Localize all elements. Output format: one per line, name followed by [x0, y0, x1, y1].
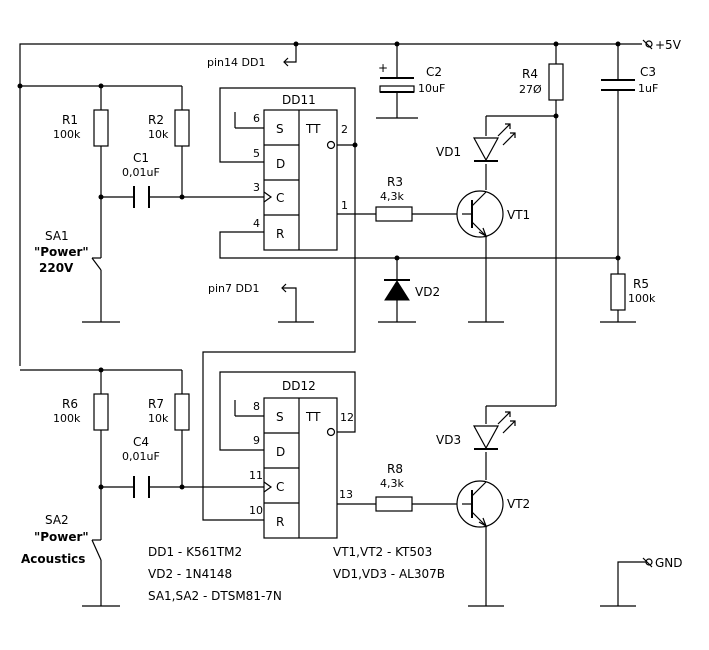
note-line: VT1,VT2 - KT503 [333, 545, 432, 559]
vcc-terminal: +5V [642, 38, 682, 52]
r3-ref: R3 [387, 175, 403, 189]
parts-notes-left: DD1 - K561TM2 VD2 - 1N4148 SA1,SA2 - DTS… [148, 545, 282, 603]
dd12-pin-r: R [276, 515, 284, 529]
r2-value: 10k [148, 128, 169, 141]
dd11-ref: DD11 [282, 93, 316, 107]
ic-dd11: DD11 S D C R TT 6 5 3 4 1 2 [253, 93, 348, 251]
led-vd1: VD1 [436, 123, 516, 162]
dd11-pinnum-r: 4 [253, 217, 260, 230]
r2-ref: R2 [148, 113, 164, 127]
resistor-r2: R2 10k [148, 109, 190, 147]
r7-value: 10k [148, 412, 169, 425]
dd12-pinnum-c: 11 [249, 469, 263, 482]
note-line: DD1 - K561TM2 [148, 545, 242, 559]
resistor-r5: R5 100k [610, 273, 656, 311]
vt2-label: VT2 [507, 497, 530, 511]
vd2-label: VD2 [415, 285, 440, 299]
vcc-label: +5V [655, 38, 682, 52]
wires [19, 43, 646, 607]
dd12-ref: DD12 [282, 379, 316, 393]
dd11-pinnum-qn: 2 [341, 123, 348, 136]
c3-ref: C3 [640, 65, 656, 79]
resistor-r1: R1 100k [53, 109, 109, 147]
r8-value: 4,3k [380, 477, 404, 490]
diode-vd2: VD2 [384, 279, 440, 301]
sa2-ref: SA2 [45, 513, 69, 527]
transistor-vt1: VT1 [456, 190, 530, 238]
dd11-pinnum-c: 3 [253, 181, 260, 194]
led-vd3: VD3 [436, 411, 516, 450]
r4-ref: R4 [522, 67, 538, 81]
switch-sa2: SA2 "Power" Acoustics [21, 513, 102, 566]
dd12-pinnum-r: 10 [249, 504, 263, 517]
sa2-name: "Power" [34, 530, 89, 544]
dd12-pinnum-s: 8 [253, 400, 260, 413]
resistor-r3: R3 4,3k [375, 175, 413, 222]
pin7-label: pin7 DD1 [208, 282, 259, 295]
note-line: VD1,VD3 - AL307B [333, 567, 445, 581]
gnd-label: GND [655, 556, 683, 570]
dd12-pin-s: S [276, 410, 284, 424]
vd3-label: VD3 [436, 433, 461, 447]
c2-value: 10uF [418, 82, 445, 95]
c4-value: 0,01uF [122, 450, 160, 463]
r1-value: 100k [53, 128, 81, 141]
dd11-pinnum-d: 5 [253, 147, 260, 160]
r5-ref: R5 [633, 277, 649, 291]
dd11-tt: TT [305, 122, 321, 136]
dd11-pin-d: D [276, 157, 285, 171]
dd11-pinnum-q: 1 [341, 199, 348, 212]
sa1-name: "Power" [34, 245, 89, 259]
resistor-r8: R8 4,3k [375, 462, 413, 512]
gnd-terminal: GND [642, 556, 683, 570]
dd11-pin-c: C [276, 191, 284, 205]
sa1-ref: SA1 [45, 229, 69, 243]
r8-ref: R8 [387, 462, 403, 476]
resistor-r4: R4 27Ø [519, 63, 564, 101]
ic-dd12: DD12 S D C R TT 8 9 11 10 13 12 [249, 379, 354, 539]
capacitor-c4: C4 0,01uF [122, 435, 160, 498]
pin14-label: pin14 DD1 [207, 56, 265, 69]
dd12-pin-d: D [276, 445, 285, 459]
vd1-label: VD1 [436, 145, 461, 159]
r1-ref: R1 [62, 113, 78, 127]
c1-value: 0,01uF [122, 166, 160, 179]
r6-value: 100k [53, 412, 81, 425]
resistor-r7: R7 10k [148, 393, 190, 431]
sa1-sub: 220V [39, 261, 74, 275]
transistor-vt2: VT2 [456, 480, 530, 528]
r3-value: 4,3k [380, 190, 404, 203]
dd12-pin-c: C [276, 480, 284, 494]
vt1-label: VT1 [507, 208, 530, 222]
r7-ref: R7 [148, 397, 164, 411]
r6-ref: R6 [62, 397, 78, 411]
capacitor-c3: C3 1uF [601, 65, 658, 95]
dd11-pin-s: S [276, 122, 284, 136]
r5-value: 100k [628, 292, 656, 305]
c2-polarity: + [378, 61, 388, 75]
junctions [17, 41, 621, 490]
c1-ref: C1 [133, 151, 149, 165]
parts-notes-right: VT1,VT2 - KT503 VD1,VD3 - AL307B [333, 545, 445, 581]
dd12-tt: TT [305, 410, 321, 424]
dd12-pinnum-d: 9 [253, 434, 260, 447]
capacitor-c1: C1 0,01uF [122, 151, 160, 208]
c4-ref: C4 [133, 435, 149, 449]
capacitor-c2: + C2 10uF [378, 61, 445, 95]
dd11-pinnum-s: 6 [253, 112, 260, 125]
c2-ref: C2 [426, 65, 442, 79]
dd11-pin-r: R [276, 227, 284, 241]
note-line: VD2 - 1N4148 [148, 567, 232, 581]
c3-value: 1uF [638, 82, 658, 95]
note-line: SA1,SA2 - DTSM81-7N [148, 589, 282, 603]
sa2-sub: Acoustics [21, 552, 85, 566]
switch-sa1: SA1 "Power" 220V [34, 229, 102, 275]
r4-value: 27Ø [519, 83, 542, 96]
resistor-r6: R6 100k [53, 393, 109, 431]
dd12-pinnum-q: 13 [339, 488, 353, 501]
dd12-pinnum-qn: 12 [340, 411, 354, 424]
